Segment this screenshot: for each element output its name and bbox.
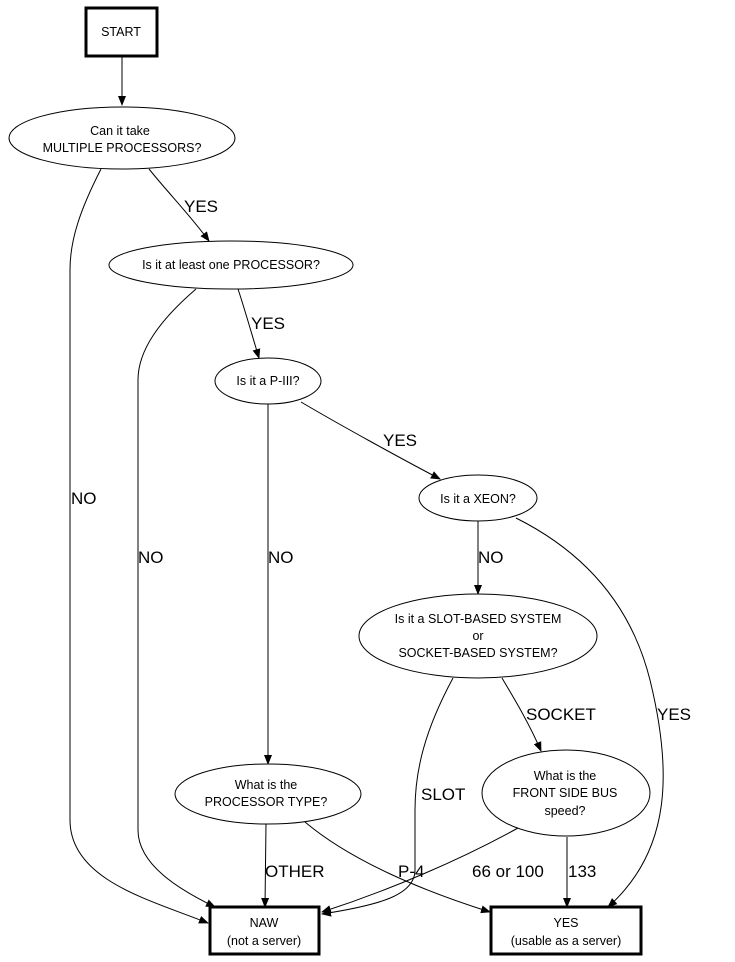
node-xeon-label: Is it a XEON? xyxy=(440,492,516,506)
edge-fsb-naw xyxy=(321,827,519,914)
node-naw-line2: (not a server) xyxy=(227,934,301,948)
edge-label-slot-naw: SLOT xyxy=(421,785,465,804)
edge-label-fsb-yes: 133 xyxy=(568,862,596,881)
edge-slot-fsb xyxy=(501,677,542,752)
node-fsb-line3: speed? xyxy=(544,804,585,818)
node-xeon: Is it a XEON? xyxy=(418,474,538,522)
node-fsb-line2: FRONT SIDE BUS xyxy=(513,786,618,800)
edge-atleast-p3 xyxy=(237,288,261,359)
edge-label-multi-atleast: YES xyxy=(184,197,218,216)
edge-label-atleast-p3: YES xyxy=(251,314,285,333)
node-at-least-one: Is it at least one PROCESSOR? xyxy=(108,240,354,290)
node-p3: Is it a P-III? xyxy=(214,357,322,405)
edge-label-atleast-naw: NO xyxy=(138,548,164,567)
node-proctype-line1: What is the xyxy=(235,778,298,792)
edge-proctype-yes xyxy=(304,821,491,914)
node-proctype-line2: PROCESSOR TYPE? xyxy=(205,795,328,809)
node-atleast-label: Is it at least one PROCESSOR? xyxy=(142,258,320,272)
edge-label-proctype-yes: P-4 xyxy=(398,862,424,881)
edge-proctype-naw xyxy=(261,822,270,908)
node-multi-line2: MULTIPLE PROCESSORS? xyxy=(43,141,202,155)
node-multi-line1: Can it take xyxy=(90,124,150,138)
node-start: START xyxy=(84,6,159,58)
edge-label-p3-proctype: NO xyxy=(268,548,294,567)
edge-multi-naw xyxy=(69,168,209,924)
edge-label-slot-fsb: SOCKET xyxy=(526,705,596,724)
edge-slot-naw xyxy=(321,677,454,917)
node-start-label: START xyxy=(101,25,141,39)
edge-p3-xeon xyxy=(300,401,441,480)
edge-multi-atleast xyxy=(148,168,210,242)
node-naw: NAW (not a server) xyxy=(208,905,321,956)
node-yes: YES (usable as a server) xyxy=(489,905,643,956)
node-front-side-bus: What is the FRONT SIDE BUS speed? xyxy=(481,749,651,837)
node-slot-line2: or xyxy=(472,629,483,643)
node-fsb-line1: What is the xyxy=(534,769,597,783)
edge-xeon-yes xyxy=(515,517,664,908)
edge-label-xeon-yes: YES xyxy=(657,705,691,724)
edge-label-multi-naw: NO xyxy=(71,489,97,508)
edge-label-p3-xeon: YES xyxy=(383,431,417,450)
node-p3-label: Is it a P-III? xyxy=(236,374,299,388)
edge-labels: YES NO YES NO YES NO NO YES SOCKET SLOT … xyxy=(71,197,691,881)
node-multi-processors: Can it take MULTIPLE PROCESSORS? xyxy=(8,106,236,170)
edges xyxy=(69,57,664,924)
node-slot-socket: Is it a SLOT-BASED SYSTEM or SOCKET-BASE… xyxy=(358,593,598,679)
node-naw-line1: NAW xyxy=(250,916,279,930)
node-yes-line2: (usable as a server) xyxy=(511,934,621,948)
node-yes-line1: YES xyxy=(553,916,578,930)
node-slot-line1: Is it a SLOT-BASED SYSTEM xyxy=(395,612,562,626)
edge-label-proctype-naw: OTHER xyxy=(265,862,325,881)
edge-label-fsb-naw: 66 or 100 xyxy=(472,862,544,881)
edge-atleast-naw xyxy=(137,288,216,908)
edge-label-xeon-slot: NO xyxy=(478,548,504,567)
node-processor-type: What is the PROCESSOR TYPE? xyxy=(174,763,362,825)
node-slot-line3: SOCKET-BASED SYSTEM? xyxy=(398,646,557,660)
